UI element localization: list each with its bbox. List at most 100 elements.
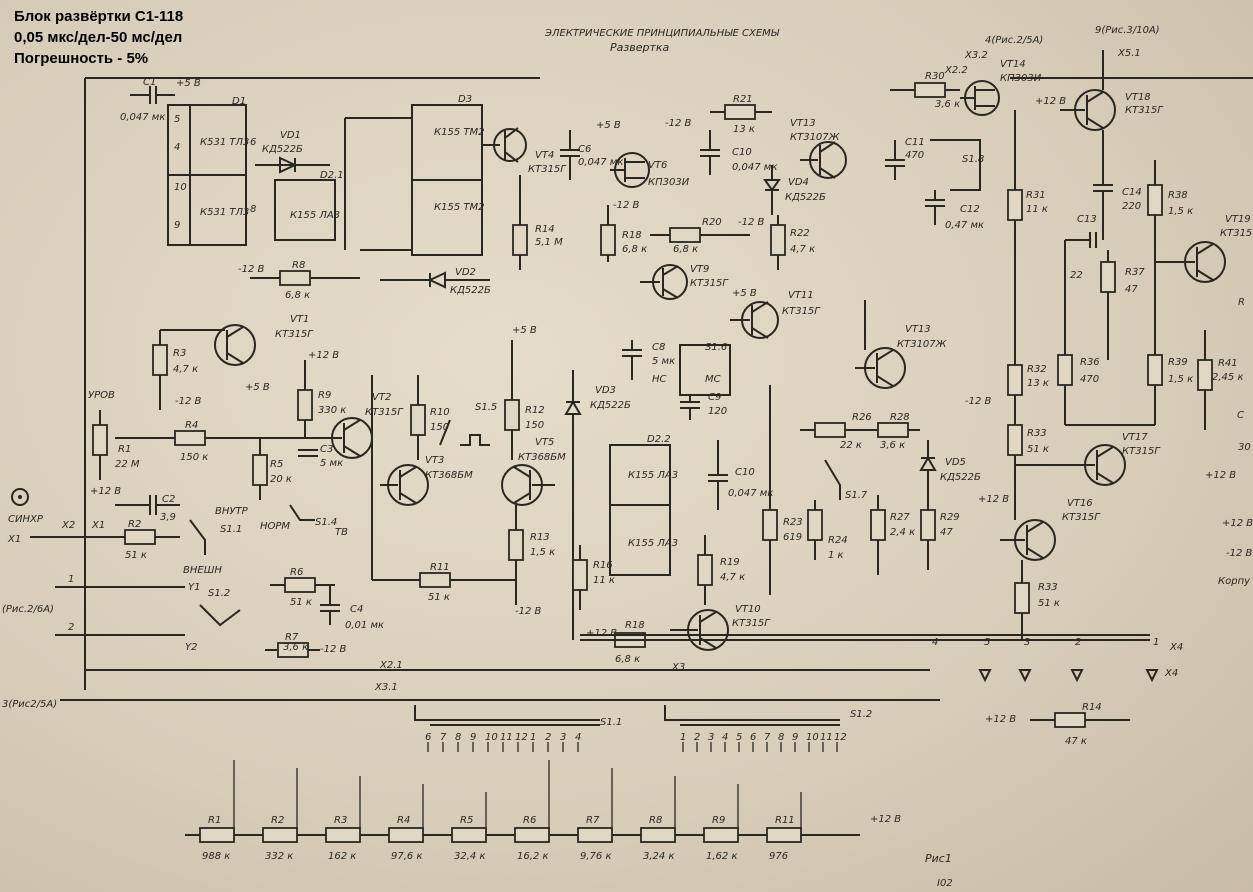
svg-text:150 к: 150 к <box>180 452 208 463</box>
svg-text:0,047 мк: 0,047 мк <box>120 112 165 123</box>
divider-resistor-ref: R11 <box>775 815 795 826</box>
transistor-vt1: VT1 КТ315Г <box>160 314 314 366</box>
divider-resistor-ref: R2 <box>271 815 284 826</box>
svg-text:R26: R26 <box>852 412 872 423</box>
svg-text:R33: R33 <box>1038 582 1058 593</box>
svg-text:C14: C14 <box>1122 187 1142 198</box>
capacitor-c14: C14 220 <box>1093 130 1142 240</box>
svg-text:R37: R37 <box>1125 267 1145 278</box>
svg-text:R7: R7 <box>285 632 299 643</box>
svg-text:R16: R16 <box>593 560 613 571</box>
svg-text:R31: R31 <box>1026 190 1046 201</box>
supply-label-5v-b: +5 В <box>596 120 621 131</box>
housing-label: Корпу <box>1218 576 1251 587</box>
svg-text:8: 8 <box>250 204 256 215</box>
capacitor-c9: C10 0,047 мк <box>700 130 777 175</box>
resistor-r36: R36 470 <box>1057 240 1100 425</box>
switch-s1-7: S1.7 <box>824 459 868 501</box>
svg-text:51 к: 51 к <box>428 592 450 603</box>
svg-text:3,6 к: 3,6 к <box>935 99 960 110</box>
capacitor-c10: C11 C10 470 0,047 мк <box>708 440 773 510</box>
switch-contact-label: 9 <box>792 732 798 743</box>
svg-text:R10: R10 <box>430 407 450 418</box>
capacitor-c4: C4 0,01 мк <box>320 585 384 631</box>
svg-text:47: 47 <box>1125 284 1138 295</box>
supply-label-m12-h: -12 В <box>320 644 347 655</box>
svg-text:КД522Б: КД522Б <box>262 144 303 155</box>
transistor-vt10: VT10 КТ315Г <box>670 604 771 651</box>
resistor-r22: R22 4,7 к <box>770 215 815 270</box>
svg-text:К155 ЛА3: К155 ЛА3 <box>628 538 678 549</box>
switch-contact-label: 2 <box>694 732 700 743</box>
svg-text:R32: R32 <box>1027 364 1047 375</box>
supply-label-12v-e: +12 В <box>90 486 121 497</box>
resistor-r13: R13 1,5 к <box>508 505 555 605</box>
svg-text:КТ3107Ж: КТ3107Ж <box>897 339 948 350</box>
switch-contact-label: 4 <box>575 732 581 743</box>
capacitor-c13: C13 22 <box>1065 214 1097 281</box>
svg-text:S1.2: S1.2 <box>208 588 230 599</box>
divider-resistor-ref: R1 <box>208 815 221 826</box>
svg-text:R13: R13 <box>530 532 550 543</box>
switch-s1-2[interactable]: S1.2 Y1 Y2 <box>185 582 241 653</box>
svg-text:5: 5 <box>984 637 990 648</box>
switch-s1-1-int-ext[interactable]: ВНУТР ВНЕШН S1.1 <box>183 506 249 576</box>
svg-text:47 к: 47 к <box>1065 736 1087 747</box>
svg-text:R18: R18 <box>625 620 645 631</box>
svg-text:R20: R20 <box>702 217 722 228</box>
svg-text:R33: R33 <box>1027 428 1047 439</box>
sync-input-connector[interactable]: СИНХР Х1 <box>7 488 44 545</box>
switch-contact-label: 11 <box>820 732 833 743</box>
svg-text:VD1: VD1 <box>280 130 301 141</box>
svg-text:R27: R27 <box>890 512 910 523</box>
svg-text:VD2: VD2 <box>455 267 476 278</box>
svg-text:4,7 к: 4,7 к <box>790 244 815 255</box>
switch-s1-4-norm-tv[interactable]: НОРМ S1.4 ТВ <box>260 504 348 538</box>
svg-text:0,047 мк: 0,047 мк <box>728 488 773 499</box>
supply-label-5v-e: +5 В <box>245 382 270 393</box>
svg-text:Y1: Y1 <box>188 582 200 593</box>
side-label-p12: +12 В <box>1222 518 1253 529</box>
divider-resistor-value: 97,6 к <box>391 851 422 862</box>
svg-text:S1.1: S1.1 <box>220 524 242 535</box>
diode-vd4: VD4 КД522Б <box>763 165 826 215</box>
resistor-r30: R31 11 к <box>1007 110 1048 360</box>
resistor-r37: R37 47 <box>1100 250 1145 360</box>
divider-resistor-ref: R3 <box>334 815 347 826</box>
svg-text:C13: C13 <box>1077 214 1097 225</box>
connector-x3-2: Х3.2 <box>964 50 988 61</box>
trim-resistor-r14[interactable]: R14 47 к <box>1030 702 1130 747</box>
resistor-r24: R24 1 к <box>807 500 848 561</box>
svg-text:VT2: VT2 <box>372 392 391 403</box>
switch-contact-label: 7 <box>764 732 771 743</box>
svg-text:МС: МС <box>705 374 721 385</box>
svg-text:51 к: 51 к <box>1027 444 1049 455</box>
svg-text:VT4: VT4 <box>535 150 554 161</box>
svg-text:КТ315Г: КТ315Г <box>1125 105 1164 116</box>
svg-text:2,45 к: 2,45 к <box>1212 372 1243 383</box>
switch-contact-label: 8 <box>778 732 784 743</box>
svg-text:C9: C9 <box>708 392 721 403</box>
svg-text:470: 470 <box>905 150 924 161</box>
transistor-vt13: VT16 VT13 КТ3107Ж <box>855 300 948 389</box>
svg-text:R36: R36 <box>1080 357 1100 368</box>
resistor-r9: R9 330 к <box>297 360 346 438</box>
svg-text:VT5: VT5 <box>535 437 554 448</box>
switch-contact-label: 3 <box>708 732 714 743</box>
transistor-vt4: VT4 КТ315Г <box>482 127 567 175</box>
svg-text:4: 4 <box>174 142 180 153</box>
capacitor-c1: C1 0,047 мк <box>120 77 175 123</box>
switch-contact-label: 2 <box>545 732 551 743</box>
svg-text:6: 6 <box>250 137 256 148</box>
resistor-r16: R16 11 к <box>572 545 615 610</box>
page-number: I02 <box>937 878 953 889</box>
svg-text:6,8 к: 6,8 к <box>622 244 647 255</box>
divider-resistor-ref: R8 <box>649 815 662 826</box>
svg-text:НОРМ: НОРМ <box>260 521 290 532</box>
supply-label-m12-g: -12 В <box>175 396 202 407</box>
